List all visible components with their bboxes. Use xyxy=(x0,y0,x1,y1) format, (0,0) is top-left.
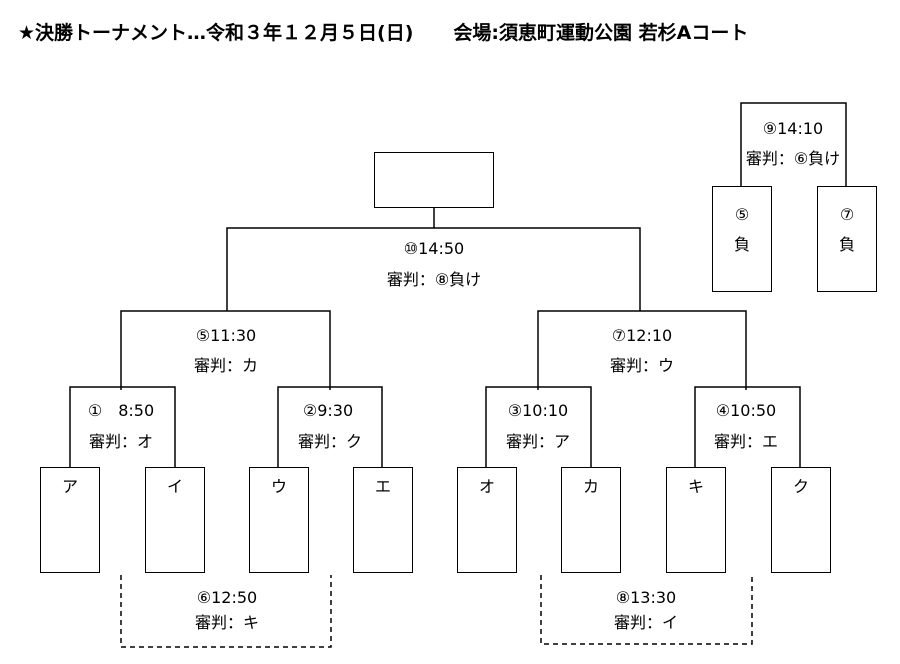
match7-time: ⑦12:10 xyxy=(611,326,673,345)
match2-referee: 審判：ク xyxy=(297,432,363,451)
team-label: ア xyxy=(61,477,78,496)
match8-dashed-bracket xyxy=(540,575,753,645)
team-box-u: ウ xyxy=(249,467,309,573)
match5-referee: 審判：カ xyxy=(193,356,259,375)
match10-time: ⑩14:50 xyxy=(403,239,465,258)
final-bracket xyxy=(226,227,641,311)
team-box-o: オ xyxy=(457,467,517,573)
team-label: カ xyxy=(582,477,599,496)
team-box-i: イ xyxy=(145,467,205,573)
match3-bracket xyxy=(485,386,592,468)
match7-referee: 審判：ウ xyxy=(609,356,675,375)
team-box-e: エ xyxy=(353,467,413,573)
match5-time: ⑤11:30 xyxy=(195,326,257,345)
match6-time: ⑥12:50 xyxy=(196,588,258,607)
venue-title: 会場:須恵町運動公園 若杉Aコート xyxy=(453,22,749,44)
team-label: イ xyxy=(166,477,183,496)
loser-slot-7-label: 負 xyxy=(838,235,855,254)
match6-referee: 審判：キ xyxy=(194,613,260,632)
match1-bracket xyxy=(69,386,176,468)
match4-time: ④10:50 xyxy=(715,401,777,420)
match4-referee: 審判：エ xyxy=(713,432,779,451)
match8-time: ⑧13:30 xyxy=(615,588,677,607)
page-title: ★決勝トーナメント…令和３年１２月５日(日) 会場:須恵町運動公園 若杉Aコート xyxy=(18,18,748,45)
loser-slot-5: ⑤ 負 xyxy=(712,186,772,292)
champion-box xyxy=(374,152,494,208)
team-box-ka: カ xyxy=(561,467,621,573)
match3-time: ③10:10 xyxy=(507,401,569,420)
match9-bracket xyxy=(740,102,847,186)
match6-dashed-bracket xyxy=(120,575,332,648)
team-box-ki: キ xyxy=(666,467,726,573)
team-box-a: ア xyxy=(40,467,100,573)
event-title: ★決勝トーナメント…令和３年１２月５日(日) xyxy=(18,22,414,44)
match4-bracket xyxy=(694,386,801,468)
team-label: オ xyxy=(478,477,495,496)
loser-slot-5-num: ⑤ xyxy=(734,205,750,224)
loser-slot-7-num: ⑦ xyxy=(839,205,855,224)
loser-slot-7: ⑦ 負 xyxy=(817,186,877,292)
match2-time: ②9:30 xyxy=(302,401,354,420)
match3-referee: 審判：ア xyxy=(505,432,571,451)
team-label: エ xyxy=(374,477,391,496)
match1-time: ① 8:50 xyxy=(87,401,155,420)
match1-referee: 審判：オ xyxy=(88,432,154,451)
team-label: ク xyxy=(792,477,809,496)
team-label: ウ xyxy=(270,477,287,496)
match9-time: ⑨14:10 xyxy=(762,119,824,138)
loser-slot-5-label: 負 xyxy=(733,235,750,254)
team-label: キ xyxy=(687,477,704,496)
match8-referee: 審判：イ xyxy=(613,613,679,632)
match9-referee: 審判：⑥負け xyxy=(745,149,841,168)
match2-bracket xyxy=(277,386,383,468)
semifinal-left-bracket xyxy=(120,310,331,390)
match10-referee: 審判：⑧負け xyxy=(386,270,482,289)
team-box-ku: ク xyxy=(771,467,831,573)
semifinal-right-bracket xyxy=(537,310,747,390)
